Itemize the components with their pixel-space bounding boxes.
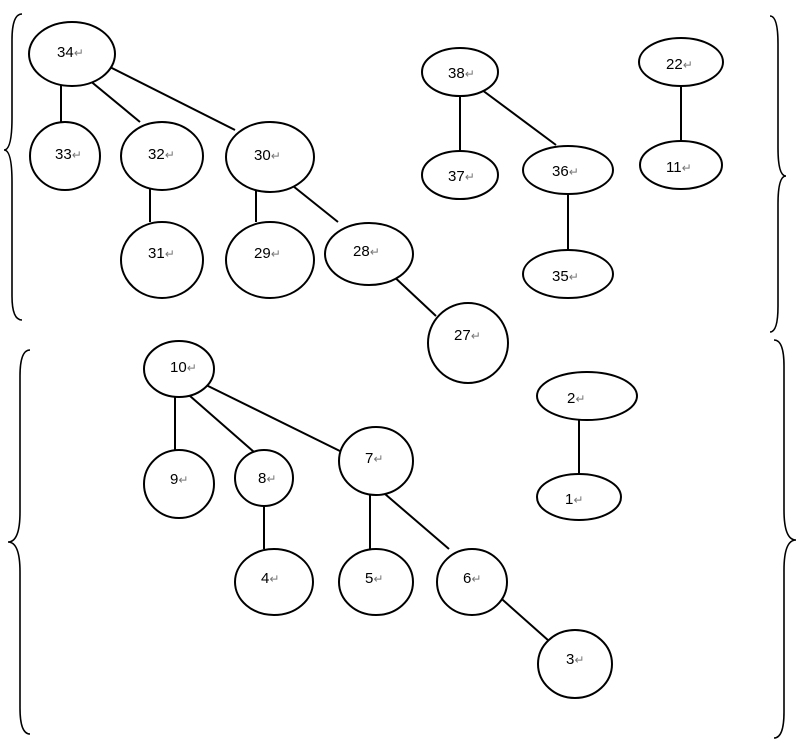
node-38: 38↵ bbox=[421, 47, 499, 97]
svg-text:9↵: 9↵ bbox=[170, 471, 188, 488]
svg-text:33↵: 33↵ bbox=[55, 146, 82, 163]
node-9: 9↵ bbox=[143, 449, 215, 519]
node-2: 2↵ bbox=[536, 371, 638, 421]
node-6: 6↵ bbox=[436, 548, 508, 616]
svg-text:1↵: 1↵ bbox=[565, 491, 583, 508]
node-4: 4↵ bbox=[234, 548, 314, 616]
node-31: 31↵ bbox=[120, 221, 204, 299]
svg-text:7↵: 7↵ bbox=[365, 450, 383, 467]
node-37: 37↵ bbox=[421, 150, 499, 200]
right-brace-bottom bbox=[773, 339, 797, 739]
svg-text:3↵: 3↵ bbox=[566, 651, 584, 668]
svg-text:28↵: 28↵ bbox=[353, 243, 380, 260]
svg-text:29↵: 29↵ bbox=[254, 245, 281, 262]
svg-text:38↵: 38↵ bbox=[448, 65, 475, 82]
left-brace-top bbox=[3, 13, 23, 321]
svg-text:6↵: 6↵ bbox=[463, 570, 481, 587]
node-11: 11↵ bbox=[639, 140, 723, 190]
node-28: 28↵ bbox=[324, 222, 414, 286]
svg-text:35↵: 35↵ bbox=[552, 268, 579, 285]
svg-text:2↵: 2↵ bbox=[567, 390, 585, 407]
svg-text:37↵: 37↵ bbox=[448, 168, 475, 185]
svg-text:31↵: 31↵ bbox=[148, 245, 175, 262]
node-3: 3↵ bbox=[537, 629, 613, 699]
node-22: 22↵ bbox=[638, 37, 724, 87]
node-27: 27↵ bbox=[427, 302, 509, 384]
node-30: 30↵ bbox=[225, 121, 315, 193]
edge-7-6 bbox=[384, 493, 450, 550]
node-32: 32↵ bbox=[120, 121, 204, 191]
node-10: 10↵ bbox=[143, 340, 215, 398]
node-34: 34↵ bbox=[28, 21, 116, 87]
svg-text:36↵: 36↵ bbox=[552, 163, 579, 180]
node-1: 1↵ bbox=[536, 473, 622, 521]
node-35: 35↵ bbox=[522, 249, 614, 299]
node-33: 33↵ bbox=[29, 121, 101, 191]
svg-text:22↵: 22↵ bbox=[666, 56, 693, 73]
svg-text:5↵: 5↵ bbox=[365, 570, 383, 587]
node-36: 36↵ bbox=[522, 145, 614, 195]
edge-38-36 bbox=[473, 83, 557, 146]
left-brace-bottom bbox=[7, 349, 31, 735]
node-8: 8↵ bbox=[234, 449, 294, 507]
svg-text:27↵: 27↵ bbox=[454, 327, 481, 344]
node-7: 7↵ bbox=[338, 426, 414, 496]
node-5: 5↵ bbox=[338, 548, 414, 616]
svg-text:32↵: 32↵ bbox=[148, 146, 175, 163]
edge-34-30 bbox=[87, 55, 236, 131]
edge-10-7 bbox=[203, 383, 349, 456]
right-brace-top bbox=[769, 15, 787, 333]
svg-text:34↵: 34↵ bbox=[57, 44, 84, 61]
edge-10-8 bbox=[189, 395, 255, 453]
svg-text:30↵: 30↵ bbox=[254, 147, 281, 164]
svg-text:8↵: 8↵ bbox=[258, 470, 276, 487]
svg-text:4↵: 4↵ bbox=[261, 570, 279, 587]
svg-text:10↵: 10↵ bbox=[170, 359, 197, 376]
svg-text:11↵: 11↵ bbox=[666, 159, 692, 176]
node-29: 29↵ bbox=[225, 221, 315, 299]
